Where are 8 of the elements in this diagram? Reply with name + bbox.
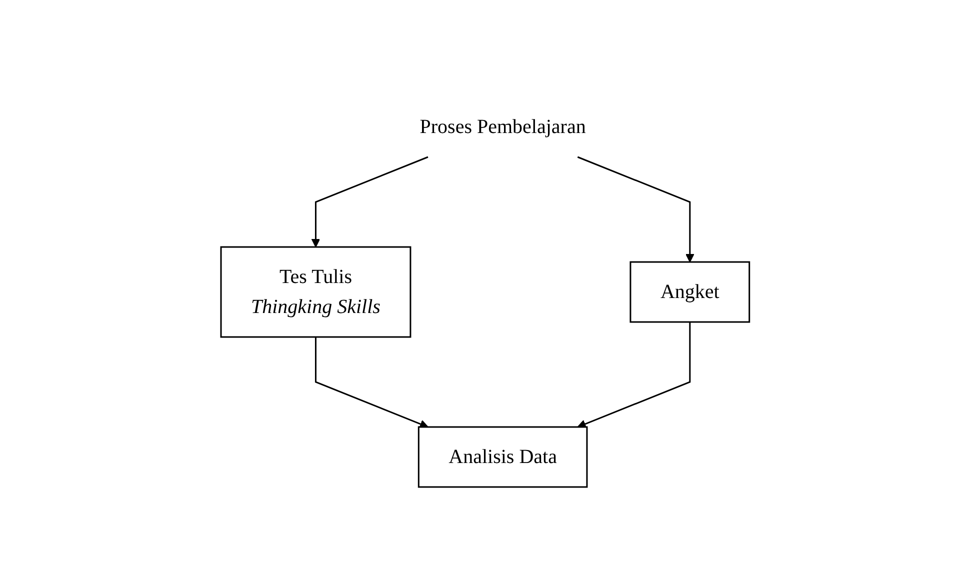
arrow [578,156,695,262]
node-box: Angket [630,261,750,323]
node-text: Proses Pembelajaran [420,116,586,138]
node-box: Tes Tulis Thingking Skills [220,246,412,338]
arrow [578,322,691,428]
node-box: Analisis Data [418,426,588,488]
arrow [315,337,429,428]
arrow [312,156,429,248]
